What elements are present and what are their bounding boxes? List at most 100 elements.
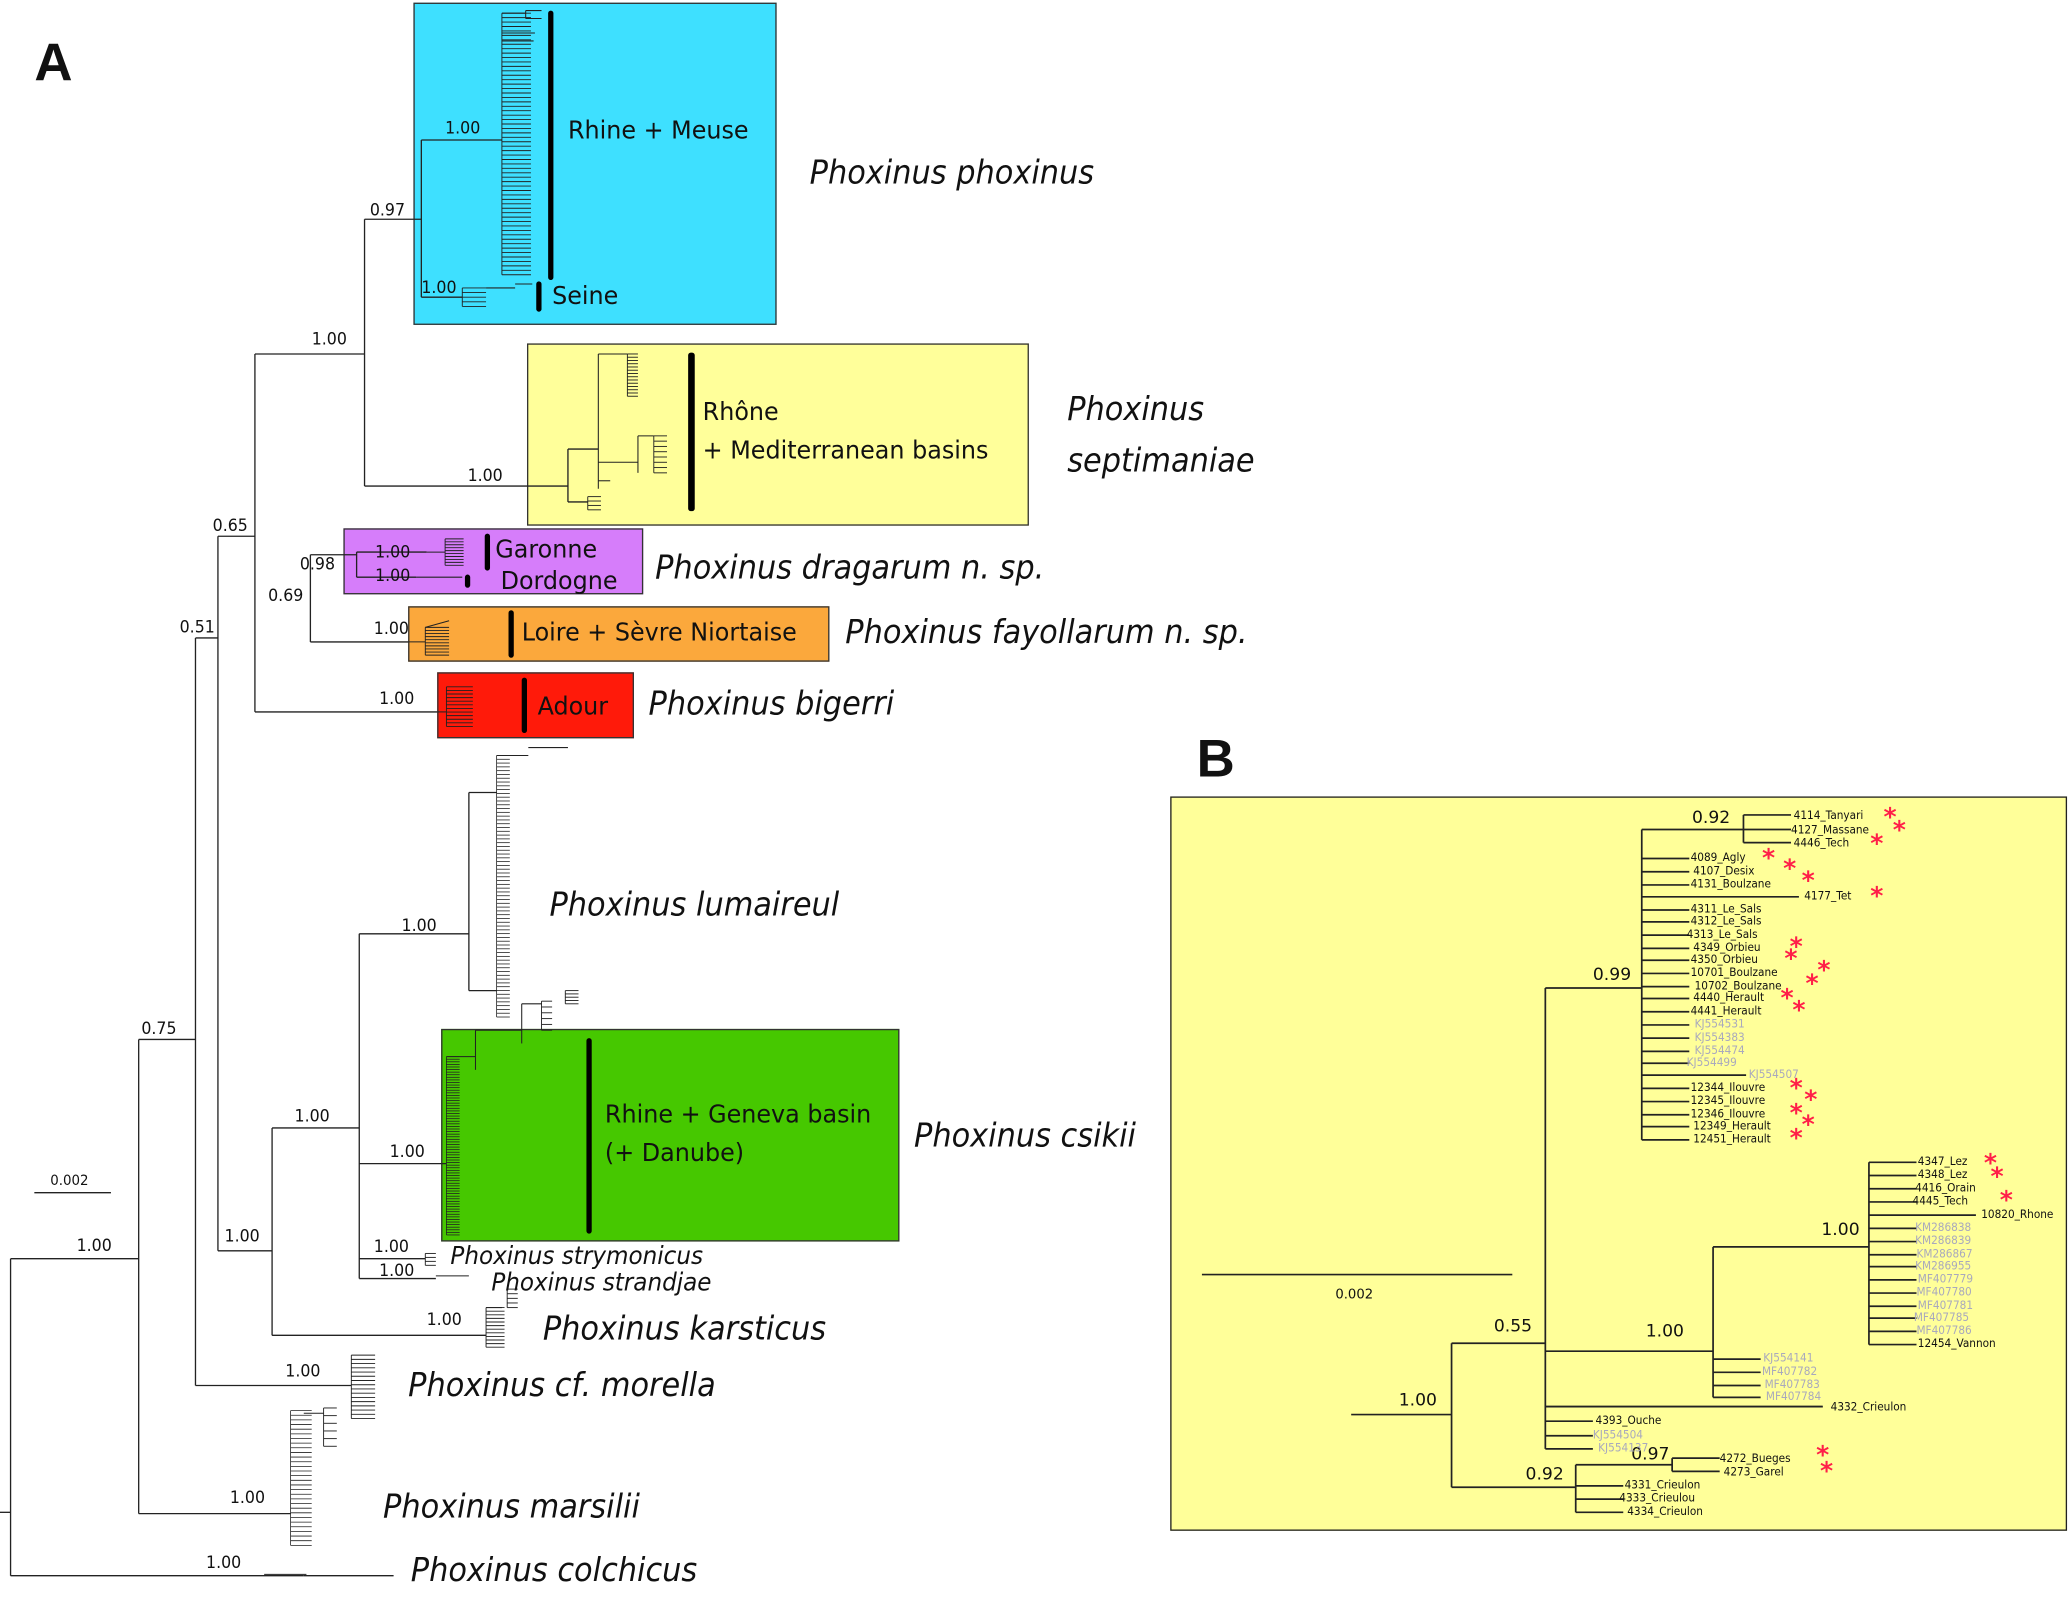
asterisk-icon: * bbox=[1817, 956, 1831, 986]
asterisk-icon: * bbox=[1805, 969, 1819, 999]
asterisk-icon: * bbox=[1784, 944, 1798, 974]
basin-label-seine: Seine bbox=[552, 281, 619, 311]
tip-label: 4177_Tet bbox=[1804, 888, 1852, 903]
tip-label: 12346_Ilouvre bbox=[1690, 1106, 1766, 1121]
tip-label: MF407783 bbox=[1764, 1377, 1820, 1391]
asterisk-icon: * bbox=[1999, 1186, 2013, 1216]
branch bbox=[425, 620, 450, 628]
panel-b-box bbox=[1170, 796, 2068, 1531]
tip-label: KJ554499 bbox=[1686, 1055, 1737, 1069]
asterisk-icon: * bbox=[1792, 995, 1806, 1025]
basin-label-adour: Adour bbox=[537, 692, 609, 722]
basin-label-dordogne: Dordogne bbox=[500, 566, 618, 596]
species-label-phoxinus: Phoxinus phoxinus bbox=[809, 153, 1095, 192]
support-value: 1.00 bbox=[379, 1261, 415, 1282]
tip-label: MF407780 bbox=[1916, 1285, 1972, 1299]
species-label-fayollarum: Phoxinus fayollarum n. sp. bbox=[845, 612, 1248, 652]
asterisk-icon: * bbox=[1820, 1456, 1834, 1486]
tip-label: MF407785 bbox=[1913, 1310, 1970, 1324]
basin-bar-garonne bbox=[484, 533, 491, 571]
support-value: 1.00 bbox=[229, 1488, 266, 1509]
species-label-morella: Phoxinus cf. morella bbox=[408, 1365, 716, 1405]
tip-label: 4446_Tech bbox=[1793, 836, 1850, 850]
tip-label: 12454_Vannon bbox=[1917, 1336, 1996, 1350]
tip-label: KM286867 bbox=[1916, 1246, 1973, 1261]
clade-box-fayollarum bbox=[408, 606, 830, 662]
tip-label: 4312_Le_Sals bbox=[1690, 913, 1762, 928]
support-value: 1.00 bbox=[426, 1310, 462, 1331]
tip-label: 4333_Crieulou bbox=[1619, 1491, 1696, 1505]
asterisk-icon: * bbox=[1801, 866, 1815, 896]
tip-label: 12344_Ilouvre bbox=[1690, 1080, 1766, 1094]
support-value: 1.00 bbox=[401, 916, 437, 937]
tip-label: MF407779 bbox=[1917, 1271, 1974, 1286]
clade-box-phoxinus bbox=[413, 2, 777, 325]
basin-label-mediterranean: + Mediterranean basins bbox=[702, 435, 989, 465]
support-value: 0.69 bbox=[268, 586, 304, 607]
tip-label: 4311_Le_Sals bbox=[1690, 902, 1762, 916]
tip-label: 4350_Orbieu bbox=[1690, 952, 1758, 966]
basin-bar-seine bbox=[536, 281, 542, 312]
tip-label: KJ554474 bbox=[1694, 1043, 1745, 1057]
basin-bar-rhine-geneva bbox=[586, 1038, 592, 1234]
support-value: 1.00 bbox=[375, 542, 411, 563]
tip-label: 4273_Garel bbox=[1723, 1464, 1784, 1478]
tip-label: KM286955 bbox=[1915, 1258, 1972, 1272]
asterisk-icon: * bbox=[1883, 803, 1897, 833]
tip-label: KJ554137 bbox=[1598, 1440, 1649, 1455]
support-value: 1.00 bbox=[1645, 1322, 1684, 1342]
support-value: 1.00 bbox=[1398, 1390, 1437, 1411]
tip-label: MF407782 bbox=[1761, 1364, 1818, 1378]
species-label-septimaniae-1: Phoxinus bbox=[1067, 389, 1205, 428]
asterisk-icon: * bbox=[1801, 1110, 1815, 1140]
support-value: 1.00 bbox=[375, 566, 411, 587]
support-value: 1.00 bbox=[373, 1237, 409, 1258]
tip-label: MF407786 bbox=[1916, 1323, 1972, 1337]
tip-label: 4331_Crieulon bbox=[1624, 1477, 1701, 1492]
support-value: 1.00 bbox=[445, 118, 481, 139]
tip-label: KJ554383 bbox=[1694, 1030, 1745, 1044]
tip-label: 4349_Orbieu bbox=[1693, 940, 1761, 954]
asterisk-icon: * bbox=[1761, 843, 1776, 874]
support-value: 1.00 bbox=[206, 1553, 242, 1574]
tip-label: 4272_Bueges bbox=[1719, 1451, 1791, 1465]
basin-bar-dordogne bbox=[464, 574, 471, 588]
basin-bar-loire bbox=[508, 610, 514, 658]
tip-label: 4313_Le_Sals bbox=[1686, 927, 1758, 941]
species-label-lumaireul: Phoxinus lumaireul bbox=[549, 884, 840, 924]
species-label-bigerri: Phoxinus bigerri bbox=[648, 684, 895, 723]
basin-bar-rhone bbox=[688, 352, 695, 512]
tip-label: 4332_Crieulon bbox=[1830, 1400, 1907, 1414]
support-value: 1.00 bbox=[467, 466, 503, 487]
basin-label-rhine-meuse: Rhine + Meuse bbox=[567, 116, 749, 146]
panel-a-label: A bbox=[34, 34, 73, 93]
species-label-csikii: Phoxinus csikii bbox=[913, 1116, 1137, 1155]
tip-label: KM286838 bbox=[1915, 1220, 1972, 1234]
asterisk-icon: * bbox=[1892, 816, 1906, 846]
asterisk-icon: * bbox=[1816, 1440, 1830, 1471]
asterisk-icon: * bbox=[1789, 1098, 1803, 1128]
tip-label: KJ554141 bbox=[1763, 1351, 1814, 1365]
tip-label: 4347_Lez bbox=[1917, 1154, 1968, 1168]
tip-label: 4441_Herault bbox=[1690, 1003, 1762, 1018]
tip-label: 4445_Tech bbox=[1912, 1194, 1969, 1208]
support-value: 0.65 bbox=[212, 516, 248, 537]
support-value: 1.00 bbox=[285, 1361, 321, 1382]
scale-bar-label-a: 0.002 bbox=[50, 1171, 89, 1189]
support-value: 1.00 bbox=[373, 619, 409, 640]
clade-box-septimaniae bbox=[526, 343, 1029, 526]
tip-label: 4393_Ouche bbox=[1595, 1413, 1662, 1427]
support-value: 0.99 bbox=[1592, 965, 1632, 986]
basin-label-danube: (+ Danube) bbox=[604, 1138, 745, 1168]
asterisk-icon: * bbox=[1789, 932, 1803, 962]
asterisk-icon: * bbox=[1789, 1124, 1803, 1154]
tip-label: 12345_Ilouvre bbox=[1690, 1093, 1766, 1107]
tip-label: 10702_Boulzane bbox=[1694, 978, 1782, 992]
tip-label: 4089_Agly bbox=[1690, 850, 1746, 864]
tip-label: 10820_Rhone bbox=[1981, 1207, 2054, 1221]
asterisk-icon: * bbox=[1804, 1085, 1818, 1115]
basin-label-rhine-geneva: Rhine + Geneva basin bbox=[604, 1100, 872, 1130]
basin-bar-adour bbox=[521, 677, 527, 734]
tip-label: 4334_Crieulon bbox=[1627, 1504, 1703, 1518]
